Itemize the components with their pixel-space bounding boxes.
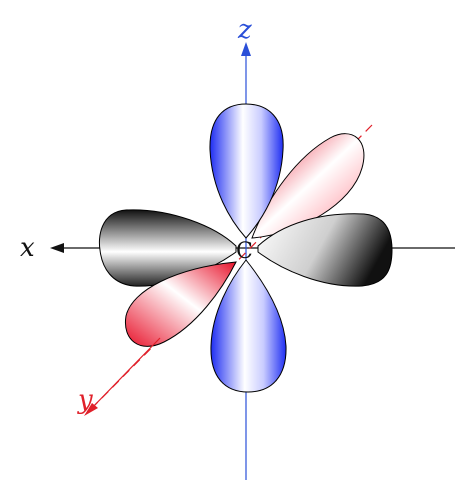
y-axis-front	[87, 337, 161, 413]
y-axis-arrowhead	[84, 403, 98, 416]
x-axis-arrowhead	[50, 243, 64, 253]
lobe-black-right	[257, 213, 393, 287]
z-axis-arrowhead	[241, 42, 251, 56]
lobe-blue-bottom	[210, 259, 287, 393]
y-axis-label: y	[77, 385, 93, 415]
lobe-red-front	[124, 261, 237, 347]
center-atom-label: C	[236, 239, 253, 264]
lobe-blue-top	[209, 103, 284, 239]
z-axis-label: z	[237, 15, 252, 45]
x-axis-label: x	[20, 233, 35, 263]
